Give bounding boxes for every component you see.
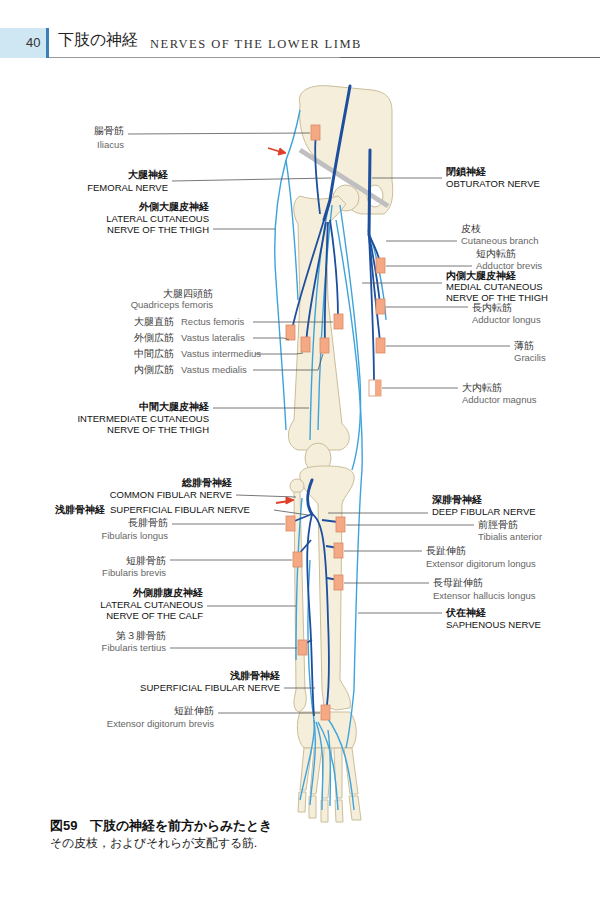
header-rule xyxy=(49,57,600,58)
anatomy-label: Gracilis xyxy=(514,352,546,364)
anatomy-label: 外側広筋 xyxy=(134,332,174,344)
anatomy-label: Fibularis brevis xyxy=(102,567,166,579)
anatomy-label: 深腓骨神経 xyxy=(432,494,482,506)
muscle-markers xyxy=(286,125,385,720)
anatomy-label: 外側腓腹皮神経 xyxy=(133,587,203,599)
muscle-marker xyxy=(369,380,381,396)
anatomy-label: 内側広筋 xyxy=(134,364,174,376)
anatomy-label: 腸骨筋 xyxy=(94,125,124,137)
anatomy-label: 短腓骨筋 xyxy=(126,555,166,567)
header-text: NERVES OF THE LOWER LIMB xyxy=(150,38,362,50)
anatomy-label: 浅腓骨神経 xyxy=(55,504,105,516)
header-bar xyxy=(46,28,49,58)
anatomy-label: INTERMEDIATE CUTANEOUS NERVE OF THE THIG… xyxy=(49,413,209,435)
anatomy-label: Iliacus xyxy=(97,139,124,151)
anatomy-label: 長趾伸筋 xyxy=(426,545,466,557)
page-title: 下肢の神経 xyxy=(58,34,138,46)
anatomy-label: SAPHENOUS NERVE xyxy=(446,619,541,631)
anatomy-label: LATERAL CUTANEOUS NERVE OF THE CALF xyxy=(73,599,203,621)
anatomy-label: SUPERFICIAL FIBULAR NERVE xyxy=(110,504,250,516)
anatomy-label: Adductor longus xyxy=(472,314,541,326)
anatomy-label: OBTURATOR NERVE xyxy=(446,178,540,190)
pointer-arrows xyxy=(268,148,294,504)
anatomy-label: Extensor digitorum brevis xyxy=(107,718,214,730)
anatomy-label: 中間大腿皮神経 xyxy=(139,401,209,413)
anatomy-label: 大内転筋 xyxy=(462,382,502,394)
anatomy-label: Extensor digitorum longus xyxy=(426,558,536,570)
anatomy-label: 長内転筋 xyxy=(472,302,512,314)
anatomy-label: 外側大腿皮神経 xyxy=(139,201,209,213)
anatomy-label: Cutaneous branch xyxy=(461,235,539,247)
anatomy-label: Fibularis longus xyxy=(101,530,168,542)
anatomy-label: SUPERFICIAL FIBULAR NERVE xyxy=(140,682,280,694)
cutaneous-nerves xyxy=(275,110,386,810)
anatomy-label: Adductor magnus xyxy=(462,394,536,406)
figure-caption: 図59 下肢の神経を前方からみたとき xyxy=(50,820,272,832)
anatomy-label: LATERAL CUTANEOUS NERVE OF THE THIGH xyxy=(79,213,209,235)
anatomy-label: 長腓骨筋 xyxy=(128,517,168,529)
muscle-marker xyxy=(375,380,381,396)
nerve-branches xyxy=(292,134,380,716)
anatomy-label: DEEP FIBULAR NERVE xyxy=(432,506,536,518)
header-tab xyxy=(0,28,46,58)
anatomy-label: 前脛骨筋 xyxy=(478,519,518,531)
anatomy-label: 長母趾伸筋 xyxy=(433,577,483,589)
anatomy-label: 内側大腿皮神経 xyxy=(446,270,516,282)
anatomy-label: Fibularis tertius xyxy=(102,642,166,654)
anatomy-label: 浅腓骨神経 xyxy=(230,670,280,682)
anatomy-label: 皮枝 xyxy=(461,223,481,235)
anatomy-label: 閉鎖神経 xyxy=(446,166,486,178)
anatomy-label: Vastus intermedius xyxy=(181,348,261,360)
anatomy-label: 総腓骨神経 xyxy=(182,477,232,489)
main-nerves xyxy=(308,86,371,514)
anatomy-label: 薄筋 xyxy=(514,340,534,352)
anatomy-label: Tibialis anterior xyxy=(478,531,542,543)
anatomy-label: MEDIAL CUTANEOUS NERVE OF THE THIGH xyxy=(446,281,576,303)
anatomy-label: Rectus femoris xyxy=(181,316,244,328)
anatomy-label: Vastus medialis xyxy=(181,364,247,376)
anatomy-label: 大腿直筋 xyxy=(134,316,174,328)
anatomy-label: COMMON FIBULAR NERVE xyxy=(110,489,232,501)
anatomy-label: 第３腓骨筋 xyxy=(116,630,166,642)
anatomy-label: 大腿神経 xyxy=(128,169,168,181)
anatomy-label: 短内転筋 xyxy=(476,248,516,260)
anatomy-label: Vastus lateralis xyxy=(181,332,245,344)
caption-text: その皮枝，およびそれらが支配する筋. xyxy=(50,837,257,849)
bones xyxy=(288,86,392,822)
anatomy-label: FEMORAL NERVE xyxy=(87,182,168,194)
header-rule xyxy=(340,57,600,58)
anatomy-label: Quadriceps femoris xyxy=(131,299,213,311)
anatomy-label: 大腿四頭筋 xyxy=(163,288,213,300)
anatomy-label: Extensor hallucis longus xyxy=(433,590,535,602)
anatomy-label: 伏在神経 xyxy=(446,607,486,619)
anatomy-label: 短趾伸筋 xyxy=(174,705,214,717)
anatomy-label: 中間広筋 xyxy=(134,348,174,360)
header-text: 40 xyxy=(26,37,40,49)
